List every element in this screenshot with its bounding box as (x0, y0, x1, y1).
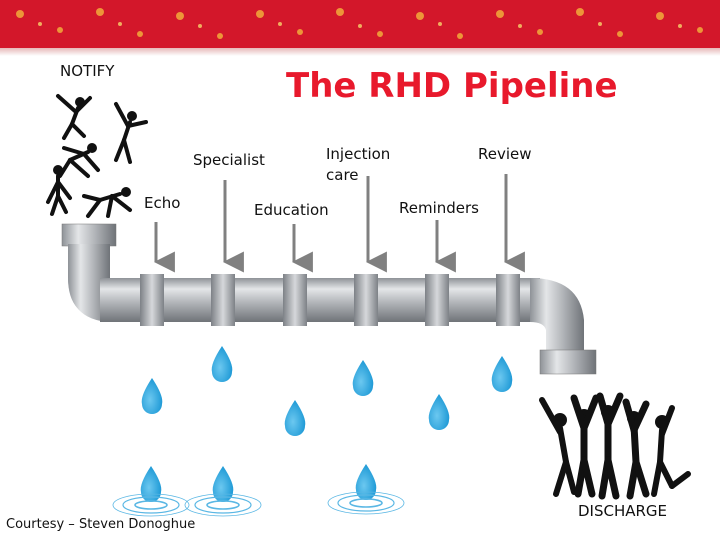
pipe-main (100, 278, 540, 322)
pipe-joints (140, 274, 520, 326)
label-injection-care-line2: care (326, 166, 359, 184)
water-drop-icon (140, 346, 513, 502)
label-review: Review (478, 145, 532, 163)
label-echo: Echo (144, 194, 181, 212)
label-injection-care-line1: Injection (326, 145, 391, 163)
falling-people-icon (46, 94, 148, 218)
label-notify: NOTIFY (60, 62, 115, 80)
label-reminders: Reminders (399, 199, 479, 217)
label-specialist: Specialist (193, 151, 265, 169)
input-arrows (153, 174, 525, 273)
ripple-icon (112, 491, 405, 517)
label-discharge: DISCHARGE (578, 502, 668, 520)
pipe-outlet (530, 278, 597, 375)
label-education: Education (254, 201, 329, 219)
image-credit: Courtesy – Steven Donoghue (6, 517, 196, 532)
decorative-banner (0, 0, 720, 48)
celebrating-people-icon (539, 392, 691, 500)
page-title: The RHD Pipeline (286, 66, 618, 106)
pipe-inlet (61, 223, 117, 322)
banner-fade (0, 48, 720, 56)
